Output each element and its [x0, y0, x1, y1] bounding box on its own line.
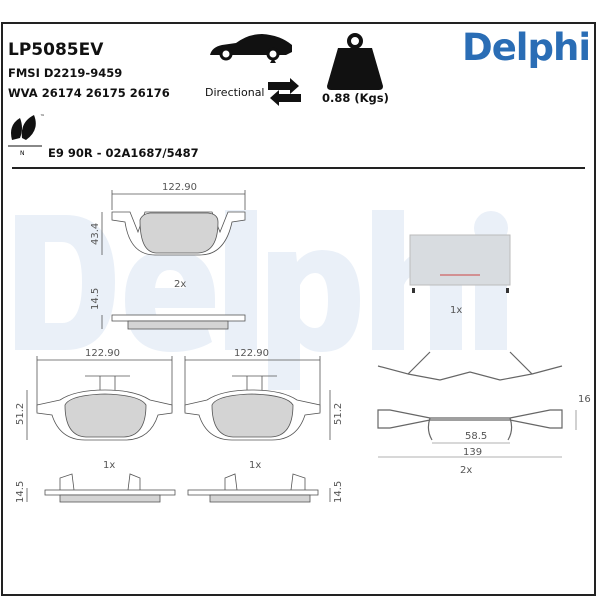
spring-inner-dim: 58.5: [465, 431, 487, 442]
spring-height-dim: 16: [578, 394, 591, 405]
directional-label: Directional: [205, 86, 265, 99]
weight-icon: [327, 33, 383, 90]
pad-right-qty: 1x: [249, 460, 261, 471]
spring-qty: 2x: [460, 465, 472, 476]
spring-drawing: [377, 351, 577, 458]
weight-value: 0.88 (Kgs): [322, 91, 389, 105]
pad-right-thickness: 14.5: [333, 481, 344, 503]
pad-top-drawing: [101, 190, 246, 330]
car-icon: [210, 34, 292, 63]
header-divider: [12, 167, 585, 169]
pad-top-width: 122.90: [162, 182, 197, 193]
delphi-logo: Delphi: [462, 26, 591, 69]
fmsi-number: FMSI D2219-9459: [8, 66, 123, 80]
pad-left-width: 122.90: [85, 348, 120, 359]
eco-letter: N: [20, 150, 25, 157]
wva-numbers: WVA 26174 26175 26176: [8, 86, 170, 100]
pad-left-thickness: 14.5: [15, 481, 26, 503]
spring-length-dim: 139: [463, 447, 482, 458]
grease-qty: 1x: [450, 305, 462, 316]
pad-left-qty: 1x: [103, 460, 115, 471]
pad-right-width: 122.90: [234, 348, 269, 359]
pad-left-height: 51.2: [15, 403, 26, 425]
eco-leaf-icon: N ™: [8, 114, 45, 157]
pad-top-thickness: 14.5: [90, 288, 101, 310]
pad-right-height: 51.2: [333, 403, 344, 425]
approval-number: E9 90R - 02A1687/5487: [48, 146, 199, 160]
direction-arrows-icon: [268, 78, 301, 106]
grease-sachet: [409, 234, 511, 293]
product-code: LP5085EV: [8, 40, 104, 60]
eco-tm: ™: [40, 114, 45, 120]
pad-right-drawing: [184, 356, 331, 503]
pad-top-height: 43.4: [90, 223, 101, 245]
pad-top-qty: 2x: [174, 279, 186, 290]
frame: [1, 22, 596, 596]
pad-left-drawing: [26, 356, 176, 503]
